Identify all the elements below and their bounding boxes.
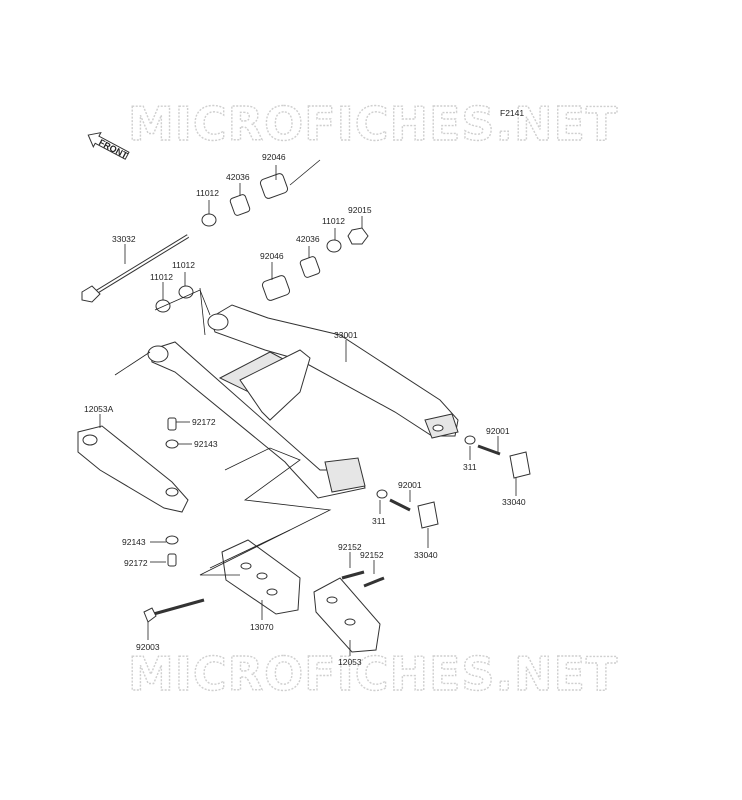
- pivot-shaft-shape: [81, 234, 190, 303]
- part-label-311-right: 311: [463, 462, 477, 472]
- swing-arm-shape: [147, 304, 459, 499]
- front-label: FRONT: [97, 137, 130, 161]
- part-label-33032: 33032: [112, 234, 136, 244]
- part-label-33040-right: 33040: [502, 497, 526, 507]
- part-label-92001-right: 92001: [486, 426, 510, 436]
- part-label-92015: 92015: [348, 205, 372, 215]
- slider-hardware-shape: [165, 417, 179, 567]
- part-label-11012-a: 11012: [196, 188, 219, 198]
- part-label-33040-left: 33040: [414, 550, 438, 560]
- watermark-bottom: MICROFICHES.NET: [128, 647, 618, 701]
- adjuster-hardware-shape: [376, 435, 531, 529]
- part-label-92046-upper: 92046: [262, 152, 286, 162]
- chain-slider-12053a-shape: [77, 425, 189, 513]
- part-label-11012-b: 11012: [322, 216, 345, 226]
- part-label-42036-lower: 42036: [296, 234, 320, 244]
- part-label-92172-upper: 92172: [192, 417, 216, 427]
- part-label-33001: 33001: [334, 330, 358, 340]
- leader-lines: [99, 165, 517, 656]
- part-label-11012-c: 11012: [172, 260, 195, 270]
- part-label-11012-d: 11012: [150, 272, 173, 282]
- part-label-92046-lower: 92046: [260, 251, 284, 261]
- part-label-12053a: 12053A: [84, 404, 114, 414]
- part-label-92001-left: 92001: [398, 480, 422, 490]
- part-label-42036-upper: 42036: [226, 172, 250, 182]
- part-label-92143-upper: 92143: [194, 439, 218, 449]
- chain-guide-13070-shape: [143, 539, 301, 623]
- part-labels: 92046 42036 11012 11012 92015 42036 3303…: [84, 152, 526, 667]
- upper-bushings-shape: [155, 173, 369, 313]
- part-label-92003: 92003: [136, 642, 160, 652]
- part-label-311-left: 311: [372, 516, 386, 526]
- reference-lines: [114, 159, 332, 576]
- chain-guide-12053-shape: [313, 570, 385, 653]
- front-arrow-icon: FRONT: [87, 132, 130, 161]
- watermark-top: MICROFICHES.NET: [128, 97, 618, 151]
- part-label-92152-a: 92152: [338, 542, 362, 552]
- part-label-92172-lower: 92172: [124, 558, 148, 568]
- figure-code: F2141: [500, 108, 524, 118]
- part-label-13070: 13070: [250, 622, 274, 632]
- part-label-92143-lower: 92143: [122, 537, 146, 547]
- part-label-92152-b: 92152: [360, 550, 384, 560]
- part-label-12053: 12053: [338, 657, 362, 667]
